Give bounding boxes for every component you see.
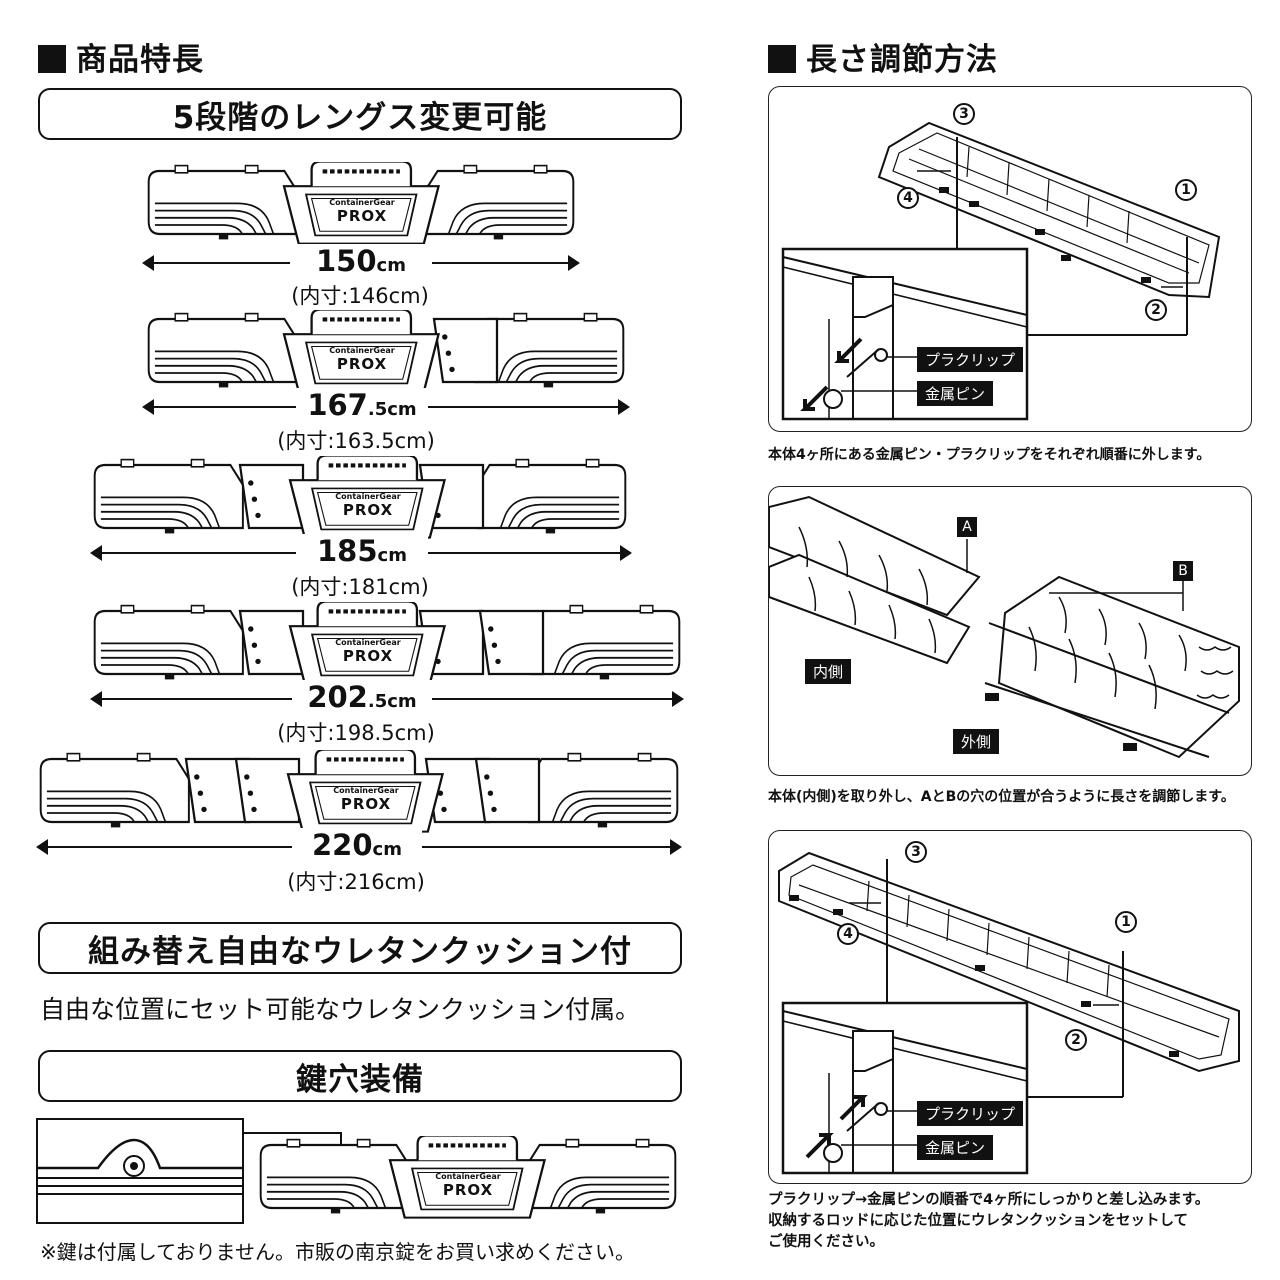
label-plastic-clip: プラクリップ xyxy=(917,1101,1024,1126)
step-number-4: 4 xyxy=(897,187,919,209)
step-number-2: 2 xyxy=(1145,299,1167,321)
inner-size-167: (内寸:163.5cm) xyxy=(277,429,435,453)
length-label-167: 167.5cm xyxy=(296,388,428,422)
label-a: A xyxy=(957,517,977,537)
brand-logo: ContainerGear PROX xyxy=(333,786,399,813)
banner-length-change: 5段階のレングス変更可能 xyxy=(38,88,682,140)
brand-logo: ContainerGear PROX xyxy=(329,198,395,225)
banner-cushion: 組み替え自由なウレタンクッション付 xyxy=(38,922,682,974)
label-inner-side: 内側 xyxy=(805,659,852,684)
length-label-185: 185cm xyxy=(296,534,428,568)
brand-logo: ContainerGear PROX xyxy=(435,1172,501,1199)
label-outer-side: 外側 xyxy=(953,729,1000,754)
brand-logo: ContainerGear PROX xyxy=(329,346,395,373)
leader-line xyxy=(340,1132,342,1154)
length-label-202: 202.5cm xyxy=(292,680,432,714)
step-number-3: 3 xyxy=(905,841,927,863)
step1-caption: 本体4ヶ所にある金属ピン・プラクリップをそれぞれ順番に外します。 xyxy=(768,447,1211,463)
arrow-right-icon xyxy=(618,399,630,415)
features-section-title: 商品特長 xyxy=(38,34,204,79)
case-illustration-167: ContainerGear PROX xyxy=(144,310,628,400)
step-number-2: 2 xyxy=(1065,1029,1087,1051)
inner-size-202: (内寸:198.5cm) xyxy=(277,721,435,745)
step-number-4: 4 xyxy=(837,923,859,945)
label-plastic-clip: プラクリップ xyxy=(917,347,1024,372)
arrow-left-icon xyxy=(142,255,154,271)
step2-panel: A B 内側 外側 xyxy=(768,486,1252,776)
square-bullet-icon xyxy=(768,45,796,73)
keyhole-detail-image xyxy=(36,1118,244,1224)
cushion-description: 自由な位置にセット可能なウレタンクッション付属。 xyxy=(40,995,641,1024)
inner-size-220: (内寸:216cm) xyxy=(287,870,425,894)
step3-panel: 3 4 1 2 プラクリップ 金属ピン xyxy=(768,830,1252,1184)
inner-size-150: (内寸:146cm) xyxy=(291,284,429,308)
case-illustration-keyhole: ContainerGear PROX xyxy=(256,1136,680,1226)
adjust-section-title: 長さ調節方法 xyxy=(768,34,998,79)
case-illustration-185: ContainerGear PROX xyxy=(90,456,630,546)
brand-logo: ContainerGear PROX xyxy=(335,638,401,665)
step-number-1: 1 xyxy=(1175,179,1197,201)
inner-size-185: (内寸:181cm) xyxy=(291,575,429,599)
length-label-150: 150cm xyxy=(290,244,432,278)
arrow-right-icon xyxy=(670,839,682,855)
case-illustration-202: ContainerGear PROX xyxy=(90,602,684,692)
case-illustration-220: ContainerGear PROX xyxy=(36,750,682,840)
label-metal-pin: 金属ピン xyxy=(917,381,994,406)
arrow-left-icon xyxy=(142,399,154,415)
arrow-left-icon xyxy=(36,839,48,855)
length-label-220: 220cm xyxy=(292,828,422,862)
brand-logo: ContainerGear PROX xyxy=(335,492,401,519)
case-illustration-150: ContainerGear PROX xyxy=(144,162,578,252)
square-bullet-icon xyxy=(38,45,66,73)
arrow-right-icon xyxy=(620,545,632,561)
arrow-left-icon xyxy=(90,545,102,561)
arrow-right-icon xyxy=(672,691,684,707)
label-metal-pin: 金属ピン xyxy=(917,1135,994,1160)
leader-line xyxy=(244,1132,342,1134)
step2-caption: 本体(内側)を取り外し、AとBの穴の位置が合うように長さを調節します。 xyxy=(768,789,1235,805)
label-b: B xyxy=(1173,561,1193,581)
key-note: ※鍵は付属しておりません。市販の南京錠をお買い求めください。 xyxy=(40,1240,635,1264)
arrow-left-icon xyxy=(90,691,102,707)
step1-panel: 3 4 1 2 プラクリップ 金属ピン xyxy=(768,86,1252,432)
arrow-right-icon xyxy=(568,255,580,271)
step-number-3: 3 xyxy=(953,103,975,125)
step3-caption: プラクリップ→金属ピンの順番で4ヶ所にしっかりと差し込みます。 収納するロッドに… xyxy=(768,1192,1210,1250)
step-number-1: 1 xyxy=(1115,911,1137,933)
banner-keyhole: 鍵穴装備 xyxy=(38,1050,682,1102)
